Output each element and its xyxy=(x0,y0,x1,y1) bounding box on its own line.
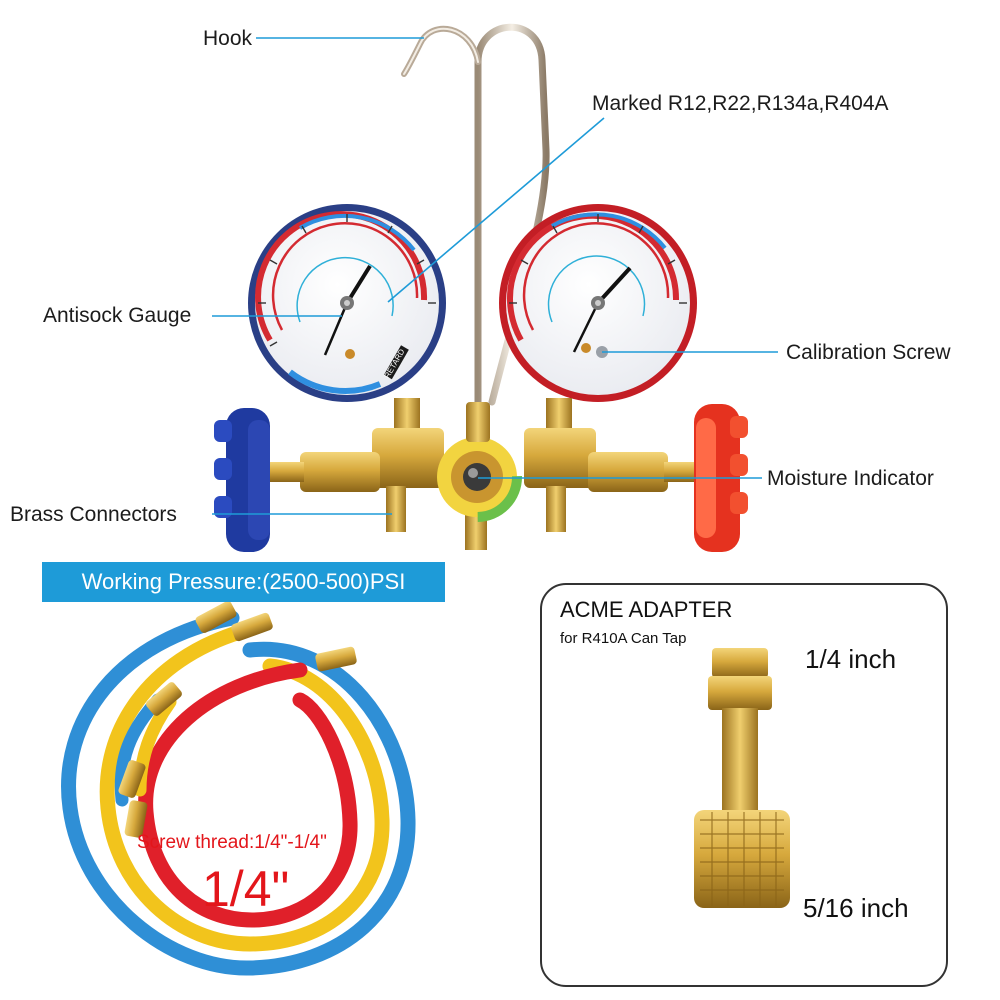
right-gauge xyxy=(499,204,697,402)
thread-size-label: 1/4" xyxy=(202,861,290,917)
label-brass-connectors: Brass Connectors xyxy=(10,503,177,526)
label-calibration-screw: Calibration Screw xyxy=(786,341,951,364)
screw-thread-label: Screw thread:1/4"-1/4" xyxy=(137,832,327,853)
working-pressure-banner: Working Pressure:(2500-500)PSI xyxy=(42,562,445,602)
callout-lines xyxy=(212,37,778,515)
label-marked-refrigerants: Marked R12,R22,R134a,R404A xyxy=(592,92,889,115)
acme-adapter-subtitle: for R410A Can Tap xyxy=(560,630,687,647)
adapter-top-size: 1/4 inch xyxy=(805,644,897,674)
acme-adapter-title: ACME ADAPTER xyxy=(560,597,733,622)
label-moisture-indicator: Moisture Indicator xyxy=(767,467,934,490)
label-hook: Hook xyxy=(203,27,253,50)
blue-knob xyxy=(214,408,270,552)
acme-adapter-image xyxy=(694,648,790,908)
left-gauge: RETARD xyxy=(248,204,446,402)
hose-fittings xyxy=(118,601,357,838)
adapter-bottom-size: 5/16 inch xyxy=(803,893,909,923)
manifold-body xyxy=(264,402,698,550)
acme-adapter-panel xyxy=(540,583,948,987)
label-antisock-gauge: Antisock Gauge xyxy=(43,304,192,327)
